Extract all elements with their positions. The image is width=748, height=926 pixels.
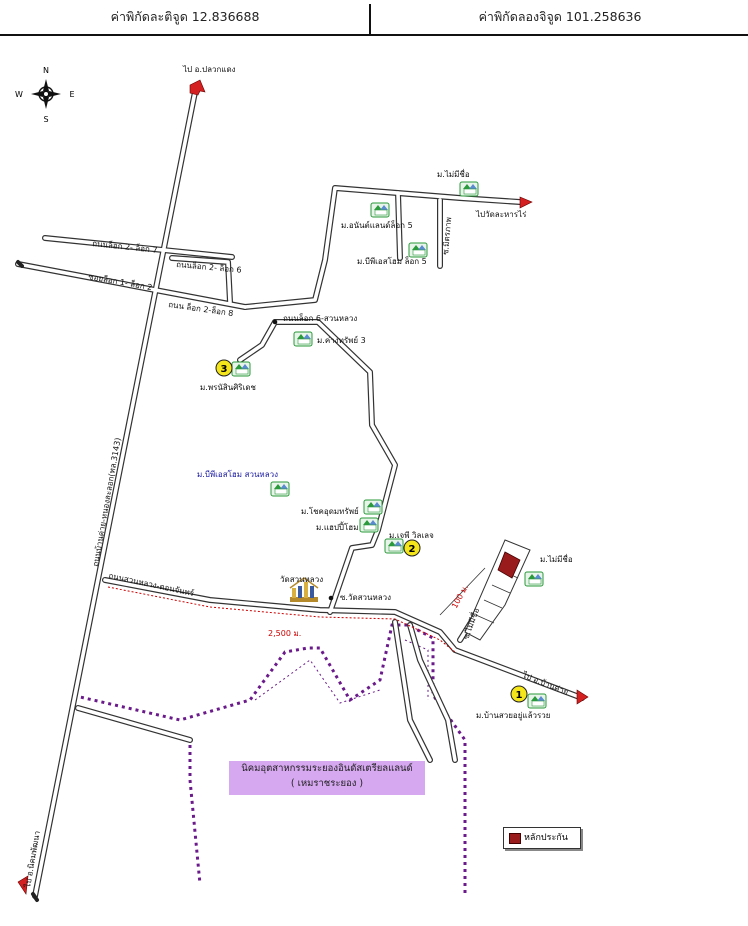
map-legend: หลักประกัน	[503, 827, 581, 849]
intersection-dots	[272, 319, 334, 601]
latitude-text: ค่าพิกัดละติจูด 12.836688	[110, 9, 260, 24]
village-icon	[370, 202, 390, 218]
marker-2: 2	[403, 539, 421, 557]
label-village-bps-lock5: ม.บีพีเอสโฮม ล็อก 5	[357, 256, 427, 266]
label-village-chok-udom: ม.โชคอุดมทรัพย์	[301, 506, 359, 516]
industrial-estate-boundary	[78, 623, 467, 893]
compass-s: S	[43, 115, 48, 124]
collateral-plot	[497, 551, 521, 579]
label-village-happy-home: ม.แฮปปี้โฮม	[316, 521, 358, 532]
village-icon	[363, 499, 383, 515]
label-village-mai-mee-chue-top: ม.ไม่มีชื่อ	[437, 168, 470, 179]
arrow-to-nikhom-phatthana-icon	[17, 875, 29, 895]
estate-line1: นิคมอุตสาหกรรมระยองอินดัสเตรียลแลนด์	[241, 763, 413, 774]
label-village-anan: ม.อนันต์แลนด์ล็อก 5	[341, 220, 413, 230]
arrow-to-wat-la-han-rai-icon	[519, 196, 533, 209]
compass-e: E	[69, 90, 74, 99]
village-icon	[384, 538, 404, 554]
village-icon	[293, 331, 313, 347]
marker-1: 1	[510, 685, 528, 703]
marker-3-label: 3	[221, 364, 228, 375]
direction-arrows	[17, 79, 589, 895]
coordinates-header: ค่าพิกัดละติจูด 12.836688 ค่าพิกัดลองจิจ…	[0, 0, 748, 36]
label-village-bps-suanluang: ม.บีพีเอสโฮม สวนหลวง	[197, 469, 278, 479]
marker-3: 3	[215, 359, 233, 377]
marker-2-label: 2	[409, 544, 416, 555]
housing-block	[464, 539, 531, 641]
label-village-ban-suai: ม.บ้านสวยอยู่แล้วรวย	[476, 711, 550, 721]
estate-line2: ( เหมราชระยอง )	[290, 778, 364, 789]
label-to-ban-khai: ไป อ.บ้านค่าย	[520, 670, 569, 697]
collateral-swatch-icon	[509, 833, 521, 844]
label-mitraphap: ซ.มิตรภาพ	[441, 217, 453, 255]
label-lock2-lock7: ถนนล็อก 2- ล็อก 7	[92, 238, 158, 255]
label-village-phon-sin: ม.พรนัสินศิริเดช	[200, 383, 257, 392]
label-village-karn-sap: ม.ค่างทรัพย์ 3	[317, 335, 366, 345]
label-village-jp-villa: ม.เจพี วิลเลจ	[389, 531, 434, 540]
label-lock6-suanluang: ถนนล็อก 6-สวนหลวง	[283, 313, 357, 323]
compass-rose-icon: N S E W	[15, 66, 74, 124]
compass-n: N	[43, 66, 49, 75]
label-to-pluak-daeng: ไป อ.ปลวกแดง	[182, 65, 236, 74]
compass-w: W	[15, 90, 23, 99]
road-network[interactable]	[15, 89, 585, 902]
label-soi-wat-suanluang: ซ.วัดสวนหลวง	[340, 593, 391, 602]
village-icon	[408, 242, 428, 258]
label-village-mai-mee-chue-right: ม.ไม่มีชื่อ	[540, 553, 573, 564]
legend-label: หลักประกัน	[524, 833, 568, 843]
label-to-wat-la-han-rai: ไปวัดละหารไร่	[475, 210, 527, 219]
temple-icon	[289, 577, 319, 602]
distance-100-label: 100 ม.	[450, 583, 470, 610]
label-soi-lock1-lock2: ซอยล็อก 1- ล็อก 2	[88, 271, 153, 292]
village-icon	[359, 517, 379, 533]
village-labels: ม.ไม่มีชื่อ ม.อนันต์แลนด์ล็อก 5 ม.บีพีเอ…	[197, 168, 573, 721]
header-divider	[369, 4, 371, 34]
marker-1-label: 1	[516, 690, 523, 701]
longitude-text: ค่าพิกัดลองจิจูด 101.258636	[478, 9, 642, 24]
village-icon	[231, 361, 251, 377]
industrial-estate-label: นิคมอุตสาหกรรมระยองอินดัสเตรียลแลนด์ ( เ…	[229, 761, 425, 795]
village-icon	[270, 481, 290, 497]
arrow-to-pluak-daeng-icon	[189, 79, 206, 96]
village-icon	[459, 181, 479, 197]
distance-2500-label: 2,500 ม.	[268, 629, 301, 638]
header-rule	[0, 34, 748, 36]
village-icon	[527, 693, 547, 709]
village-icon	[524, 571, 544, 587]
arrow-to-ban-khai-icon	[576, 689, 589, 705]
label-temple: วัดสวนหลวง	[280, 575, 323, 584]
